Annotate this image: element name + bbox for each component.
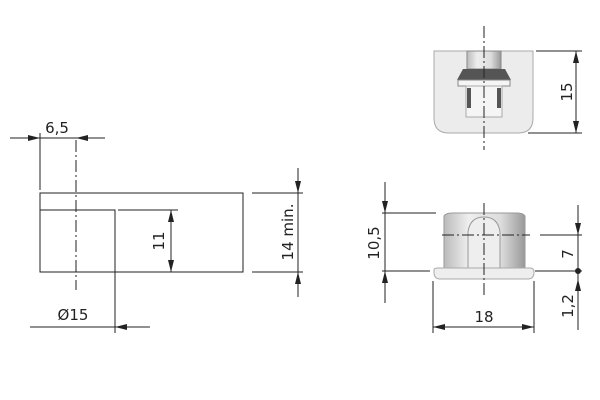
drill-hole: [39, 209, 116, 273]
hole-section-view: 6,5 11 14 min. Ø15: [10, 119, 303, 333]
dim-thickness-label: 14 min.: [279, 204, 297, 261]
side-view: 10,5 7 1,2 18: [365, 182, 582, 333]
top-view: 15: [433, 26, 582, 150]
dim-flange-label: 1,2: [559, 294, 577, 318]
board-hatched-section: [39, 192, 244, 273]
dim-depth-label: 11: [150, 231, 168, 250]
dim-center-label: 7: [559, 249, 577, 259]
dim-diameter-label: Ø15: [58, 306, 89, 324]
dim-width-label: 18: [474, 308, 493, 326]
dim-offset-label: 6,5: [45, 119, 69, 137]
dim-height-label: 15: [558, 82, 576, 101]
dim-height-label: 10,5: [365, 226, 383, 259]
